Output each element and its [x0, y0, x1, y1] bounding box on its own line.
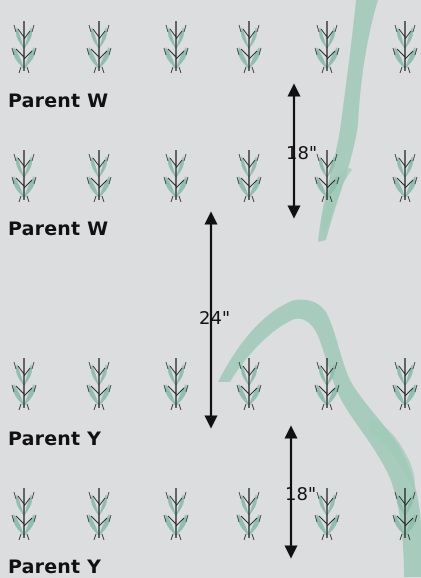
corn-plant [86, 149, 112, 203]
corn-plant [11, 149, 37, 203]
corn-plant [11, 357, 37, 411]
corn-plant [86, 487, 112, 541]
corn-plant [392, 149, 418, 203]
corn-plant [11, 487, 37, 541]
corn-plant [236, 20, 262, 74]
corn-plant [236, 487, 262, 541]
corn-plant [163, 357, 189, 411]
corn-plant [314, 20, 340, 74]
corn-plant [392, 20, 418, 74]
spacing-label-upper: 18" [286, 143, 318, 164]
row-label-2: Parent W [8, 218, 109, 240]
row-label-4: Parent Y [8, 556, 102, 578]
spacing-label-middle: 24" [199, 308, 231, 329]
corn-plant [314, 487, 340, 541]
corn-plant [392, 357, 418, 411]
corn-plant [163, 149, 189, 203]
corn-plant [236, 149, 262, 203]
corn-plant [163, 20, 189, 74]
corn-plant [86, 20, 112, 74]
corn-plant [86, 357, 112, 411]
corn-plant [163, 487, 189, 541]
row-label-3: Parent Y [8, 428, 102, 450]
row-label-1: Parent W [8, 90, 109, 112]
corn-plant [11, 20, 37, 74]
spacing-label-lower: 18" [285, 484, 317, 505]
water-stream-lower [218, 299, 421, 577]
